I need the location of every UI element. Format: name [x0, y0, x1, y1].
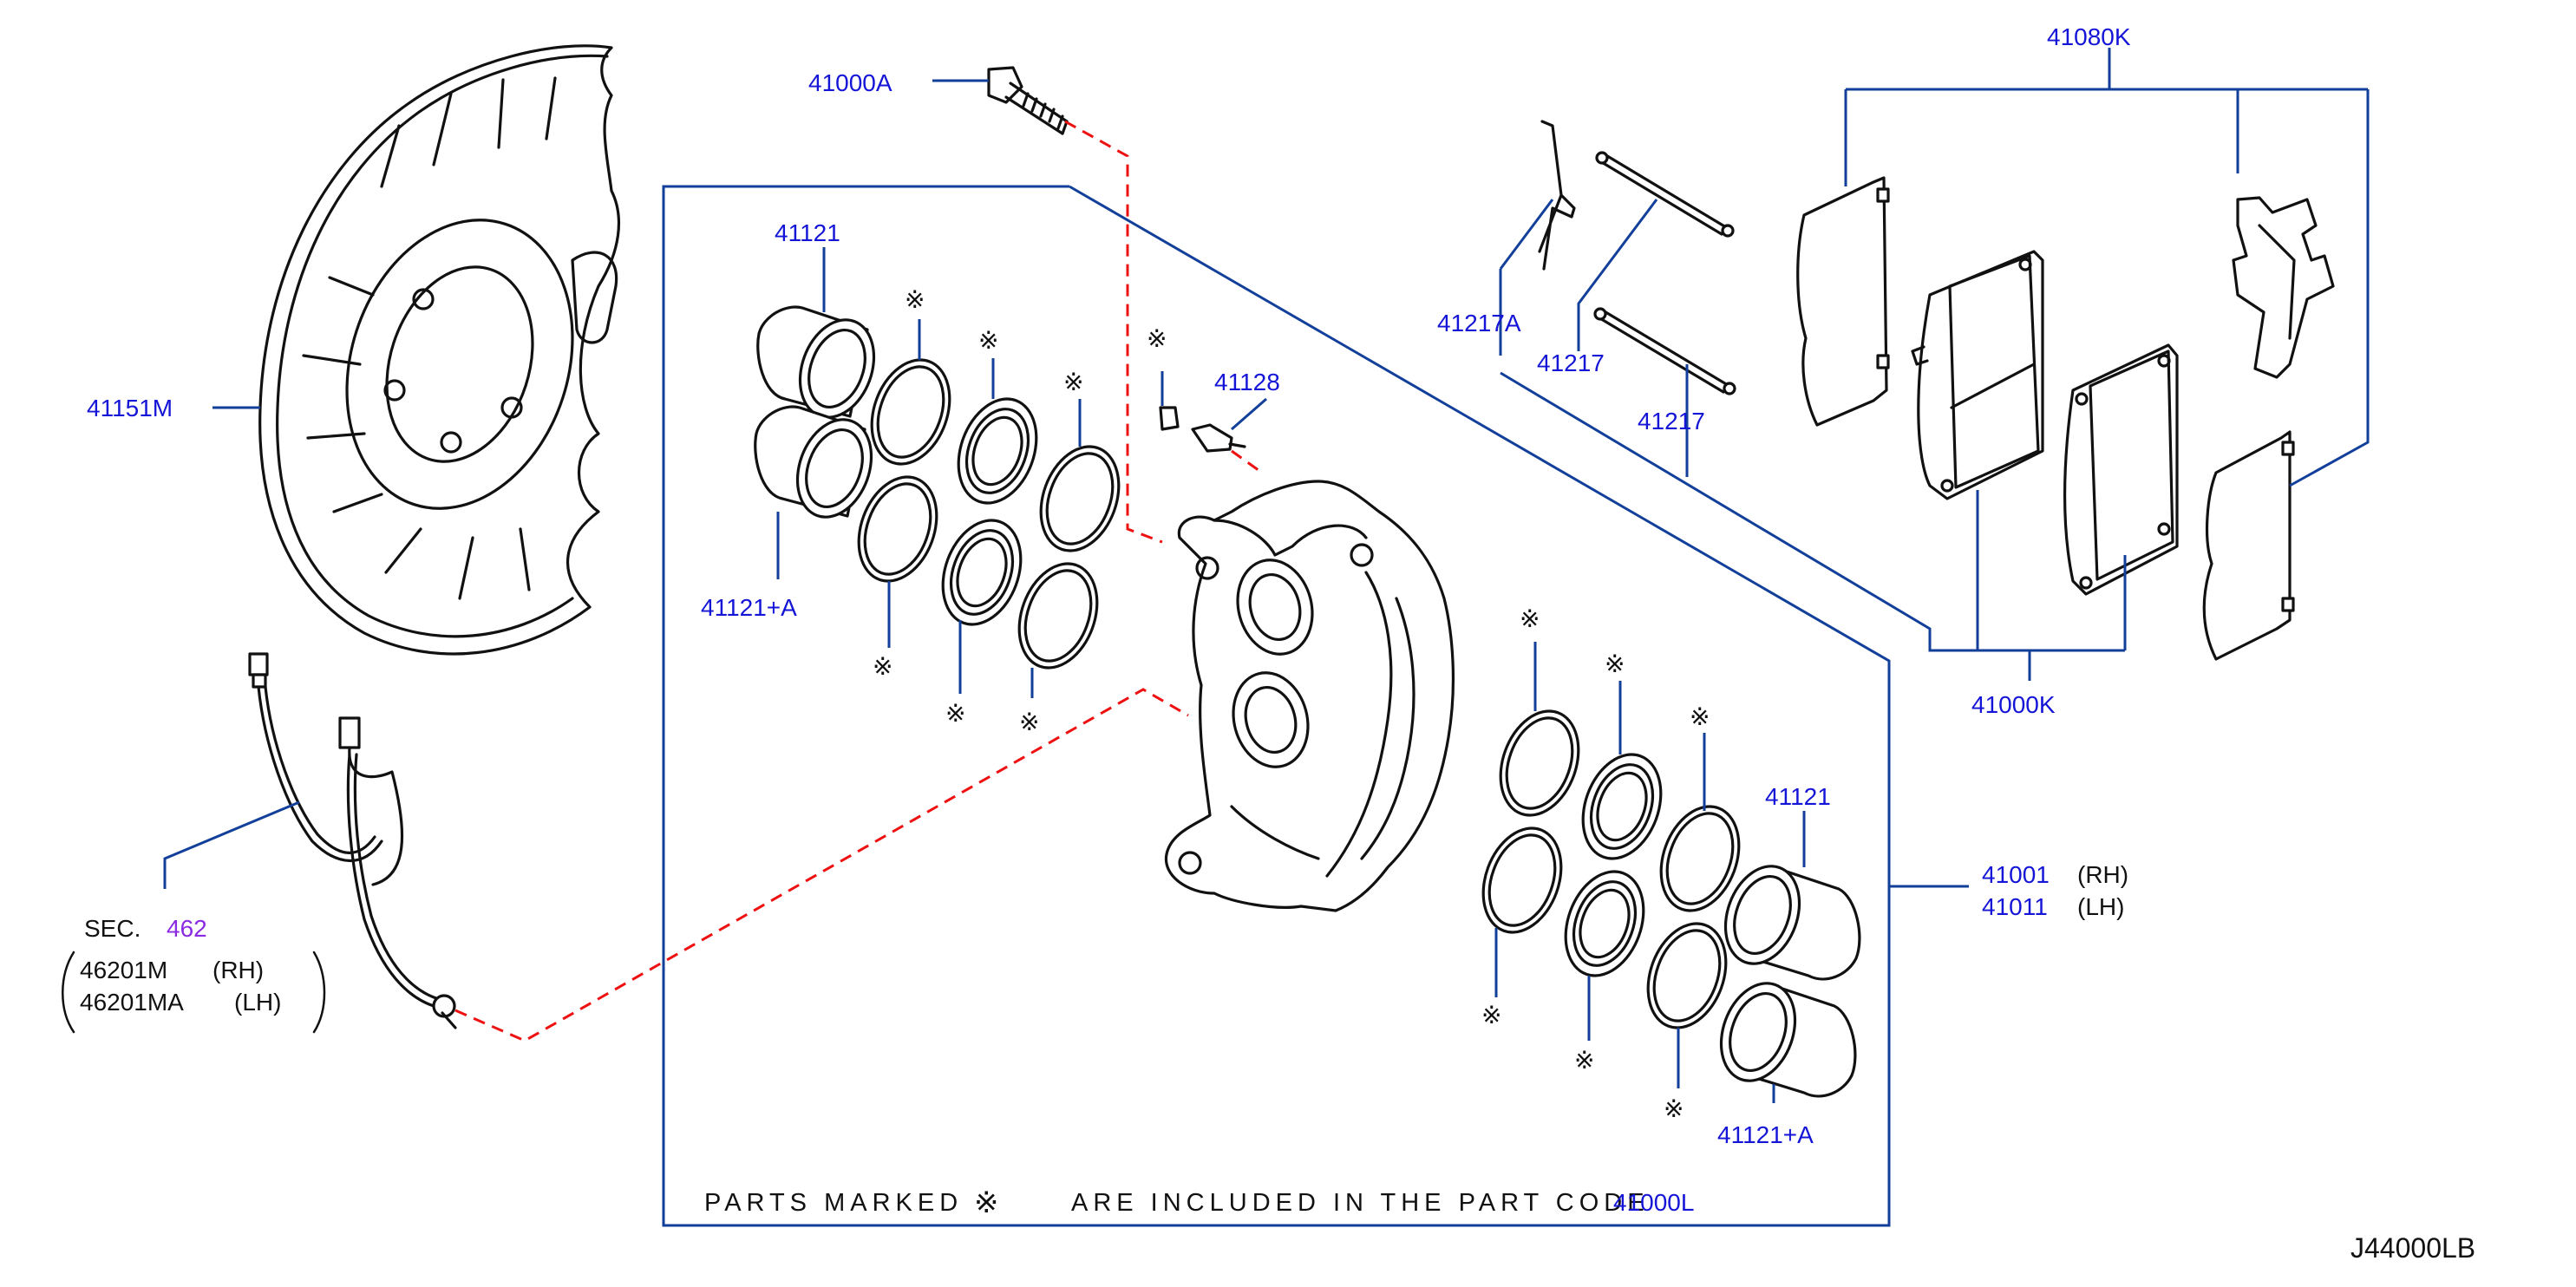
dust-shield	[258, 44, 620, 656]
label-bleeder: 41128	[1214, 369, 1280, 395]
mounting-bolt	[987, 66, 1069, 135]
pad-shim-right	[2202, 430, 2295, 661]
hose-reference: SEC. 462 46201M (RH) 46201MA (LH)	[62, 915, 326, 1034]
seals-left	[857, 358, 1121, 670]
label-piston-right-lower: 41121+A	[1717, 1121, 1814, 1148]
seals-right	[1481, 709, 1741, 1029]
label-pin-upper: 41217	[1537, 350, 1605, 376]
sec-prefix: SEC.	[84, 915, 141, 942]
label-caliper-lh: 41011	[1982, 893, 2048, 920]
hose-lh-part: 46201MA	[80, 989, 184, 1016]
bleeder-screw	[1159, 406, 1246, 453]
piston-left-upper	[756, 305, 876, 419]
kome-mark: ※	[1147, 325, 1167, 352]
kome-marks: ※ ※ ※ ※ ※ ※ ※ ※ ※ ※ ※ ※ ※	[873, 286, 1710, 1122]
footnote-suffix: ARE INCLUDED IN THE PART CODE	[1071, 1189, 1650, 1217]
kome-mark: ※	[905, 286, 925, 313]
kome-mark: ※	[1520, 605, 1540, 632]
label-pad-kit: 41080K	[2047, 23, 2131, 50]
diagram-code: J44000LB	[2350, 1232, 2475, 1264]
label-pad-set: 41000K	[1971, 691, 2056, 718]
brake-pad-right	[2063, 343, 2179, 596]
kome-mark: ※	[1063, 369, 1083, 395]
piston-right-upper	[1723, 865, 1861, 981]
kome-mark: ※	[1019, 709, 1039, 735]
footnote-prefix: PARTS MARKED	[704, 1189, 963, 1217]
label-pin-lower: 41217	[1638, 408, 1705, 434]
label-dust-shield: 41151M	[87, 395, 173, 421]
kome-mark: ※	[1690, 703, 1710, 730]
pad-pins	[1593, 151, 1736, 395]
brake-hose	[248, 652, 457, 1029]
piston-left-lower	[754, 405, 873, 519]
caliper-body	[1164, 480, 1455, 912]
assembly-outline	[662, 185, 1891, 1227]
leader-lines	[163, 48, 2370, 1103]
kome-mark: ※	[1605, 650, 1625, 677]
sec-link[interactable]: 462	[167, 915, 207, 942]
kome-mark: ※	[873, 653, 892, 680]
brake-pad-left	[1911, 250, 2044, 500]
label-caliper-rh: 41001	[1982, 861, 2050, 888]
dashed-assembly-lines	[454, 120, 1263, 1042]
label-rh: (RH)	[2077, 861, 2128, 888]
pad-spring	[1538, 120, 1576, 271]
pad-shim-left	[1796, 176, 1890, 427]
kome-mark: ※	[945, 700, 965, 727]
kome-mark: ※	[1481, 1002, 1501, 1029]
footnote-kome-mark: ※	[974, 1186, 999, 1219]
kome-mark: ※	[978, 327, 998, 354]
hose-rh-side: (RH)	[212, 957, 264, 983]
hose-rh-part: 46201M	[80, 957, 167, 983]
label-piston-right: 41121	[1765, 783, 1831, 810]
label-bolt: 41000A	[808, 69, 892, 96]
label-spring: 41217A	[1437, 310, 1521, 336]
label-piston-upper-left: 41121	[775, 219, 840, 246]
footnote-code: 41000L	[1613, 1189, 1694, 1216]
label-lh: (LH)	[2077, 893, 2124, 920]
kome-mark: ※	[1574, 1047, 1594, 1074]
pad-retainer-clip	[2232, 196, 2335, 379]
label-piston-left-lower: 41121+A	[701, 594, 797, 621]
hose-lh-side: (LH)	[234, 989, 281, 1016]
piston-right-lower	[1719, 982, 1857, 1098]
kome-mark: ※	[1664, 1095, 1684, 1122]
footnote: PARTS MARKED ※ ARE INCLUDED IN THE PART …	[704, 1186, 1694, 1219]
